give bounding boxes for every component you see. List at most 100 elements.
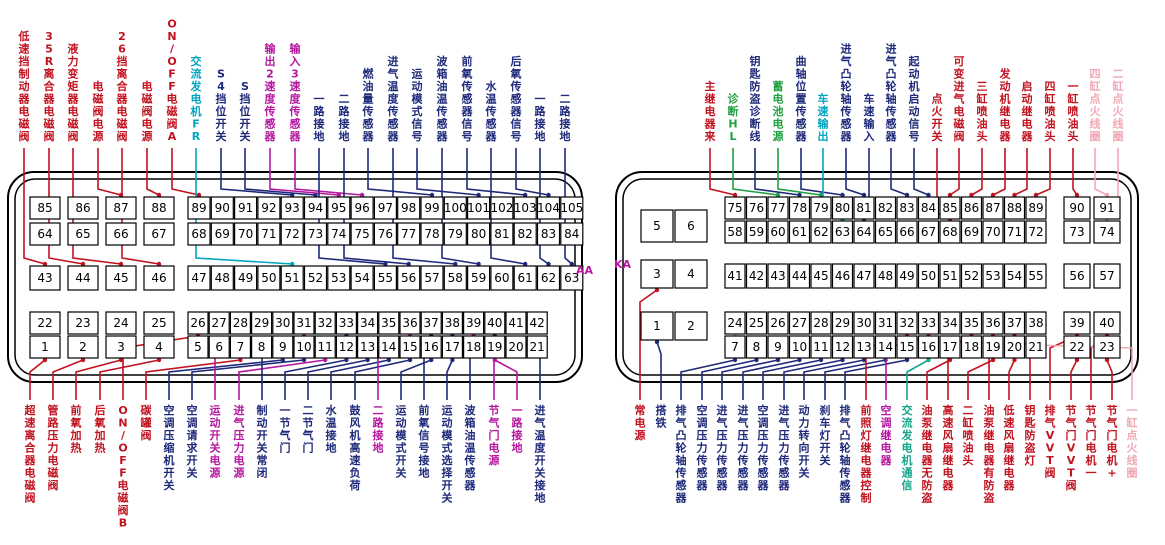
svg-text:超: 超: [24, 403, 37, 417]
pin-number: 44: [792, 269, 807, 283]
pin-number: 81: [856, 201, 871, 215]
pin-cell-right-14: [874, 335, 897, 359]
pin-number: 85: [37, 201, 52, 215]
svg-text:机: 机: [902, 453, 913, 467]
pin-number: 27: [212, 316, 227, 330]
pin-cell-left-26: [187, 311, 209, 335]
pin-number: 47: [191, 271, 206, 285]
pin-cell-right-61: [788, 220, 811, 244]
pin-cell-right-75: [724, 196, 746, 220]
svg-text:R: R: [45, 55, 54, 68]
pin-cell-right-11: [810, 335, 832, 359]
pin-number: 68: [191, 227, 206, 241]
svg-text:速: 速: [19, 42, 30, 56]
svg-text:传: 传: [289, 104, 301, 118]
svg-text:制: 制: [257, 403, 268, 417]
pin-cell-left-52: [303, 265, 328, 291]
svg-text:气: 气: [716, 416, 728, 430]
svg-text:阀: 阀: [44, 129, 55, 143]
pin-cell-left-84: [560, 222, 584, 246]
svg-text:置: 置: [796, 93, 807, 106]
pin-number: 29: [254, 316, 269, 330]
wire-lead-right-17: [926, 359, 951, 400]
pin-cell-left-55: [373, 265, 397, 291]
wire-lead-right-10: [742, 359, 800, 400]
svg-text:继: 继: [705, 92, 716, 106]
pin-number: 38: [1028, 316, 1043, 330]
svg-text:电: 电: [943, 466, 954, 480]
svg-text:后: 后: [511, 54, 522, 68]
pin-number: 1: [653, 319, 661, 333]
pin-cell-left-80: [467, 222, 491, 246]
wire-end-dot: [1012, 357, 1017, 363]
pin-number: 43: [770, 269, 785, 283]
pin-cell-left-94: [303, 196, 328, 220]
svg-text:机: 机: [1000, 92, 1011, 106]
svg-text:磁: 磁: [118, 491, 129, 505]
wire-lead-right-84: [913, 148, 929, 196]
wire-end-dot: [290, 261, 295, 267]
svg-text:开: 开: [240, 118, 251, 131]
svg-text:传: 传: [839, 466, 851, 480]
wire-end-dot: [301, 357, 307, 363]
pin-number: 74: [331, 227, 346, 241]
svg-text:V: V: [1067, 442, 1076, 455]
pin-cell-left-29: [251, 311, 273, 335]
svg-text:钥: 钥: [750, 54, 761, 68]
svg-text:关: 关: [932, 129, 943, 143]
pin-cell-right-80: [831, 196, 854, 220]
svg-text:空: 空: [697, 403, 708, 417]
svg-text:开: 开: [396, 454, 407, 467]
svg-text:排: 排: [840, 403, 851, 417]
svg-text:一: 一: [535, 93, 546, 106]
svg-text:T: T: [1046, 454, 1054, 467]
svg-text:搭: 搭: [656, 403, 668, 417]
pin-cell-right-44: [788, 263, 811, 289]
svg-text:A: A: [168, 130, 177, 143]
pin-number: 104: [537, 201, 560, 215]
svg-text:磁: 磁: [48, 466, 59, 480]
pin-cell-left-78: [420, 222, 444, 246]
svg-text:轴: 轴: [676, 453, 687, 467]
pin-number: 42: [530, 316, 545, 330]
svg-text:F: F: [192, 118, 200, 131]
pin-number: 22: [1069, 340, 1084, 354]
pin-number: 62: [541, 271, 556, 285]
pin-cell-left-20: [505, 335, 527, 359]
wire-end-dot: [840, 357, 845, 363]
pin-number: 13: [360, 340, 375, 354]
svg-text:压: 压: [738, 428, 749, 442]
svg-text:点: 点: [1113, 92, 1124, 106]
pin-cell-left-79: [443, 222, 467, 246]
svg-text:源: 源: [635, 428, 646, 442]
pin-cell-left-91: [234, 196, 258, 220]
svg-text:油: 油: [1045, 117, 1056, 131]
wire-end-dot: [365, 357, 370, 363]
wire-lead-right-23: [1106, 359, 1113, 400]
svg-text:力: 力: [799, 416, 810, 430]
pin-cell-right-7: [724, 335, 746, 359]
pin-number: 53: [331, 271, 346, 285]
svg-text:凸: 凸: [886, 68, 897, 81]
wire-end-dot: [569, 261, 574, 267]
pin-cell-left-67: [143, 222, 175, 246]
wire-lead-right-90: [1072, 148, 1078, 196]
svg-text:车: 车: [864, 92, 875, 106]
svg-text:阀: 阀: [118, 503, 129, 517]
pin-number: 41: [508, 316, 523, 330]
pin-number: 73: [308, 227, 323, 241]
pin-number: 96: [354, 201, 369, 215]
svg-text:缸: 缸: [1112, 79, 1124, 93]
pin-number: 101: [467, 201, 490, 215]
wire-end-dot: [406, 261, 411, 267]
